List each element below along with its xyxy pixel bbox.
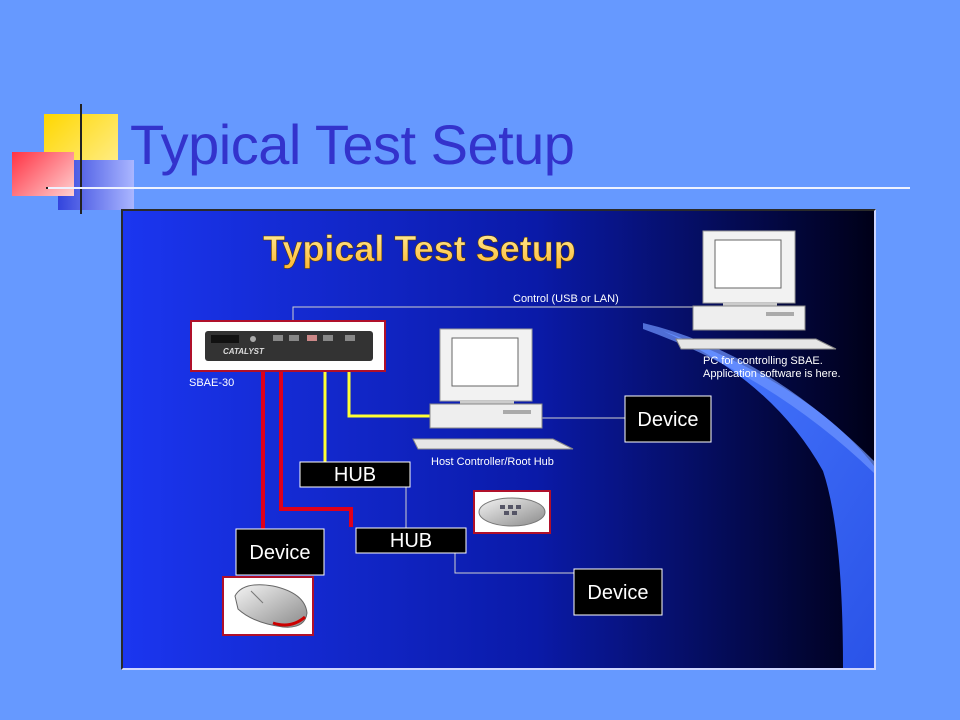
diagram-canvas: Typical Test Setup Control (USB or LAN) … <box>123 211 874 668</box>
hub-box-frame <box>299 461 411 488</box>
control-link-label: Control (USB or LAN) <box>513 293 619 305</box>
pc-caption-line2: Application software is here. <box>703 368 841 380</box>
analyzer-label: SBAE-30 <box>189 377 234 389</box>
title-underline <box>48 187 910 189</box>
host-drive-slot <box>503 410 531 414</box>
remote-button <box>500 505 505 509</box>
control-pc <box>675 230 837 350</box>
mouse-body <box>234 584 308 628</box>
cables <box>261 371 626 574</box>
hub-label: HUB <box>390 530 432 552</box>
device-label: Device <box>249 542 310 564</box>
hub-label: HUB <box>334 464 376 486</box>
device-box-frame <box>573 568 663 616</box>
remote-device-photo <box>473 490 551 534</box>
analyzer-led <box>250 336 256 342</box>
slide-title: Typical Test Setup <box>130 113 575 176</box>
yellow-cable-host <box>347 371 433 418</box>
sbae-analyzer: CATALYST <box>190 320 386 372</box>
analyzer-brand: CATALYST <box>223 347 265 356</box>
device-label: Device <box>637 409 698 431</box>
hub-box: HUB <box>355 527 467 554</box>
remote-button <box>504 511 509 515</box>
deco-vertical-line <box>80 104 82 214</box>
remote-button <box>508 505 513 509</box>
pc-drive-slot <box>766 312 794 316</box>
hub-to-device-line <box>454 553 575 574</box>
device-label: Device <box>587 582 648 604</box>
device-box: Device <box>235 528 325 576</box>
device-box-frame <box>235 528 325 576</box>
hub-box-frame <box>355 527 467 554</box>
host-label: Host Controller/Root Hub <box>431 456 554 468</box>
analyzer-port <box>289 335 299 341</box>
mouse-device-photo <box>222 576 314 636</box>
remote-button <box>512 511 517 515</box>
analyzer-port <box>307 335 317 341</box>
pc-keyboard <box>675 338 837 350</box>
pc-screen <box>714 239 782 289</box>
pc-case <box>692 305 806 331</box>
deco-red-square <box>12 152 74 196</box>
analyzer-port <box>345 335 355 341</box>
host-computer <box>412 328 574 450</box>
analyzer-display <box>211 335 239 343</box>
device-box-frame <box>624 395 712 443</box>
host-keyboard <box>412 438 574 450</box>
analyzer-port <box>323 335 333 341</box>
host-case <box>429 403 543 429</box>
red-cable-hub <box>279 371 353 527</box>
device-box: Device <box>573 568 663 616</box>
mouse-button-split <box>250 590 264 604</box>
analyzer-port <box>273 335 283 341</box>
hub-box: HUB <box>299 461 411 488</box>
mouse-red-trim <box>272 615 306 627</box>
test-setup-diagram: Typical Test Setup Control (USB or LAN) … <box>121 209 876 670</box>
diagram-title: Typical Test Setup <box>263 228 576 269</box>
host-screen <box>451 337 519 387</box>
pc-caption-line1: PC for controlling SBAE. <box>703 355 823 367</box>
device-box: Device <box>624 395 712 443</box>
remote-button <box>516 505 521 509</box>
